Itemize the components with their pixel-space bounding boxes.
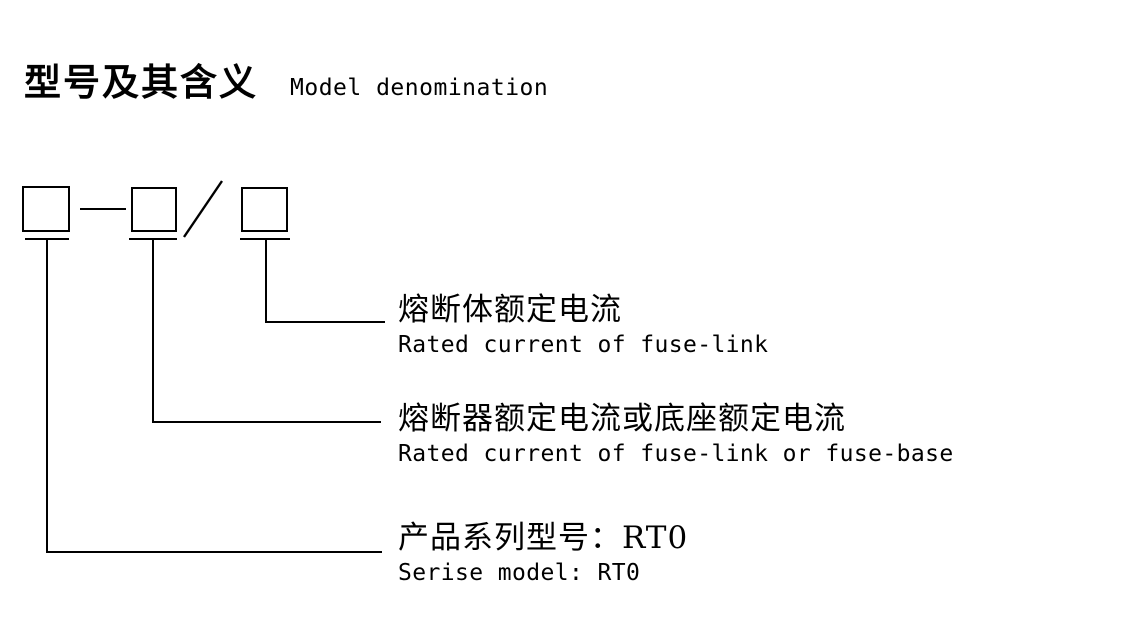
leader-line-vertical-fuse-rating [152, 239, 154, 423]
dash-separator-icon [80, 208, 126, 210]
callout-3-label-en: Serise model: RT0 [398, 559, 641, 586]
fuse-link-rating-box [241, 187, 288, 232]
callout-2-label-en: Rated current of fuse-link or fuse-base [398, 440, 954, 467]
slash-separator-icon [183, 180, 223, 238]
leader-line-horizontal-fuse-rating [152, 421, 381, 423]
page-title-cn: 型号及其含义 [24, 61, 258, 104]
leader-line-horizontal-fuse-link-rating [265, 321, 385, 323]
series-code-box [22, 186, 70, 232]
callout-1-label-en: Rated current of fuse-link [398, 331, 769, 358]
callout-2-label-cn: 熔断器额定电流或底座额定电流 [398, 401, 846, 437]
leader-line-vertical-fuse-link-rating [265, 239, 267, 323]
leader-line-vertical-series [46, 239, 48, 553]
callout-3-label-cn: 产品系列型号：RT0 [398, 520, 689, 556]
callout-fuse-or-base-rated-current: 熔断器额定电流或底座额定电流 Rated current of fuse-lin… [398, 402, 954, 468]
page-title-en: Model denomination [290, 75, 549, 101]
callout-1-label-cn: 熔断体额定电流 [398, 292, 622, 328]
leader-line-horizontal-series [46, 551, 382, 553]
page-title: 型号及其含义 Model denomination [24, 64, 548, 101]
callout-series-model: 产品系列型号：RT0 Serise model: RT0 [398, 521, 688, 587]
fuse-rating-box [131, 187, 177, 232]
callout-fuse-link-rated-current: 熔断体额定电流 Rated current of fuse-link [398, 293, 768, 359]
